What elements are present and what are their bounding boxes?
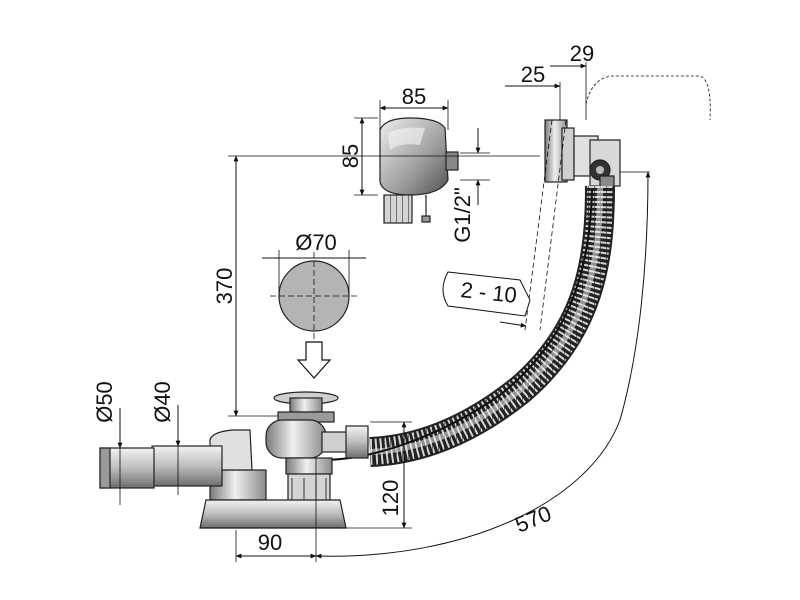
down-arrow-icon <box>296 341 332 379</box>
offset-29-label: 29 <box>570 41 594 66</box>
drain-body <box>99 391 369 529</box>
thread-label: G1/2" <box>450 187 475 243</box>
overflow-head <box>379 117 459 224</box>
overflow-inlet <box>544 119 621 191</box>
pipe-40-label: Ø40 <box>150 381 175 423</box>
drain-height-label: 120 <box>378 480 403 517</box>
pipe-50-label: Ø50 <box>92 381 117 423</box>
cap-diameter-label: Ø70 <box>295 230 337 255</box>
drain-cap <box>270 252 358 340</box>
height-370-label: 370 <box>212 268 237 305</box>
offset-25-label: 25 <box>521 62 545 87</box>
cable-length-label: 570 <box>511 501 554 538</box>
overflow-width-label: 85 <box>402 84 426 109</box>
drain-offset-label: 90 <box>258 530 282 555</box>
